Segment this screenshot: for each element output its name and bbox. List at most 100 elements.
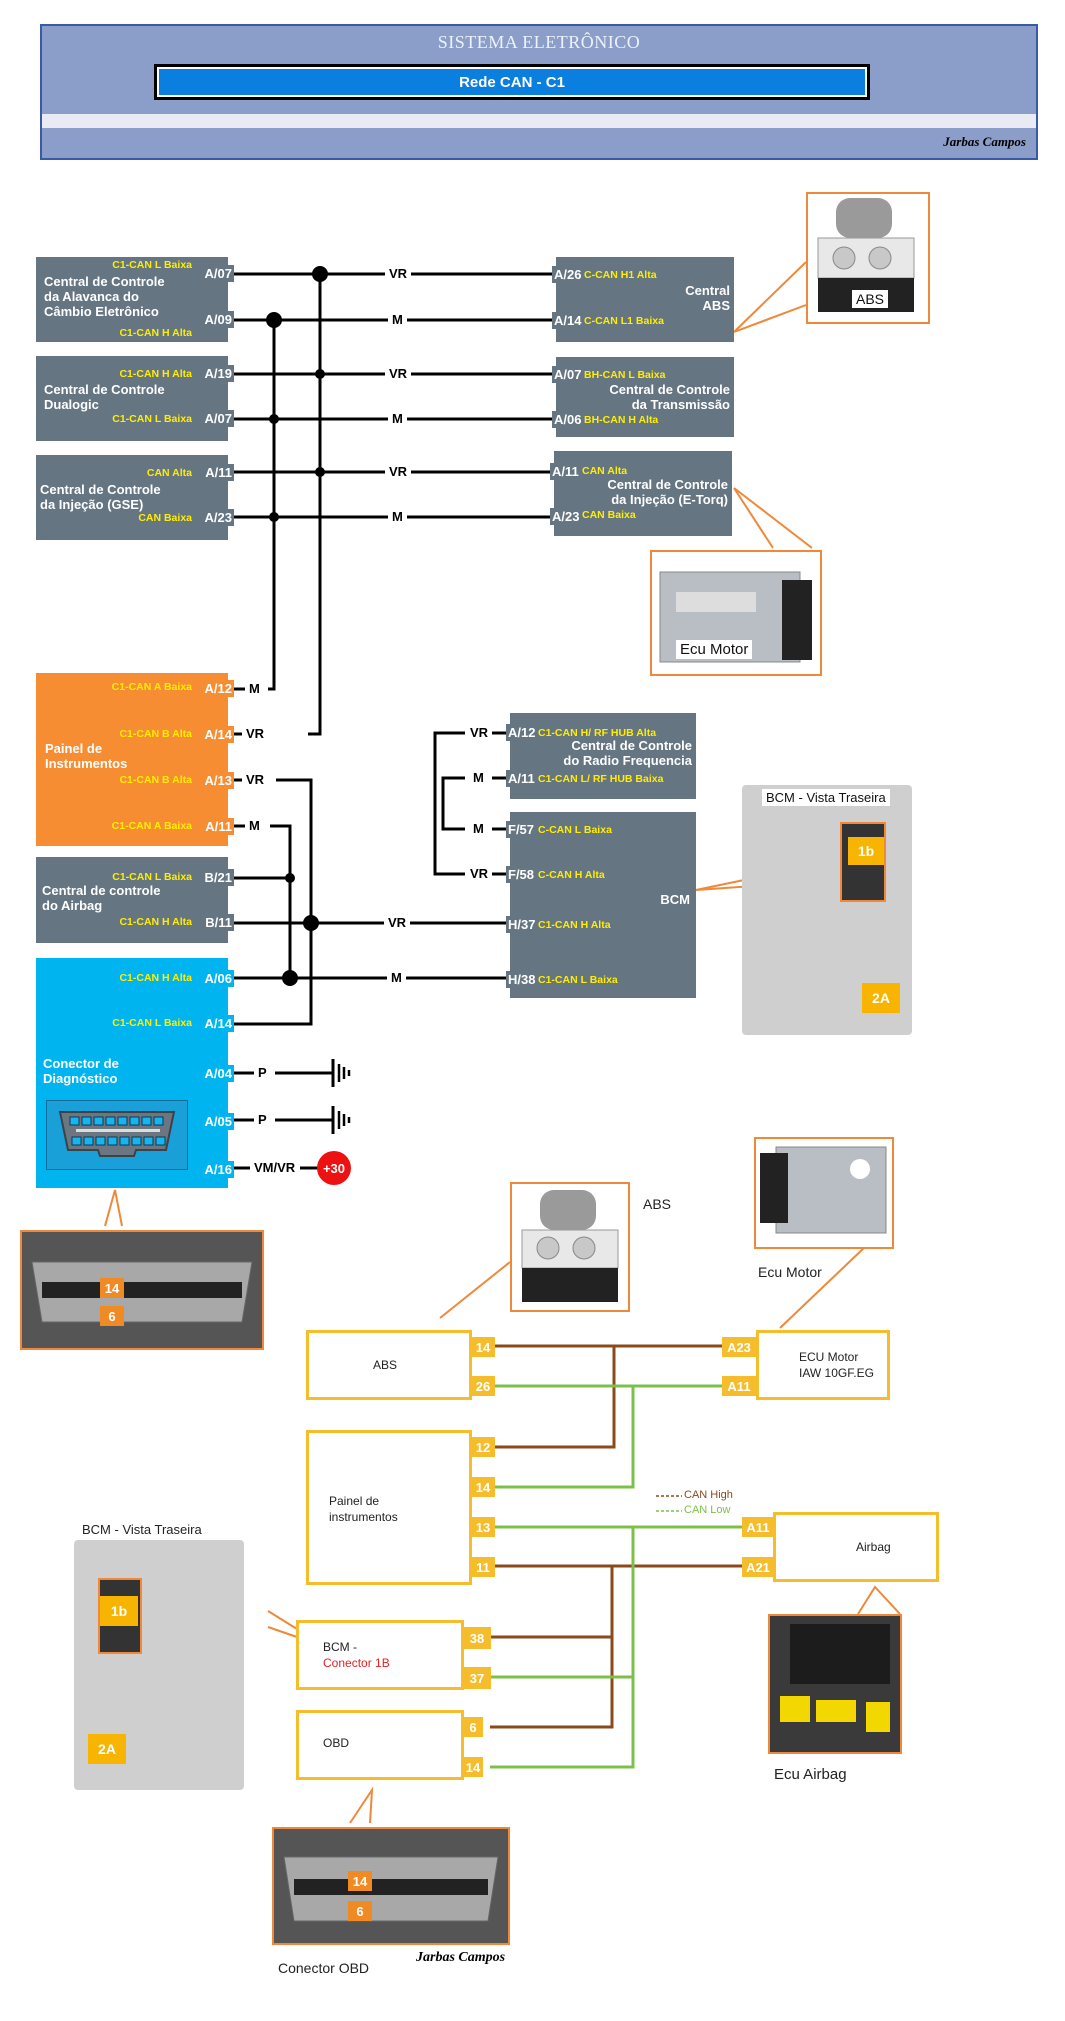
box-bcm-conector[interactable]: BCM - Conector 1B (296, 1620, 464, 1690)
box-pin: 38 (463, 1627, 491, 1649)
obd-port-icon (31, 1261, 253, 1323)
header-author: Jarbas Campos (943, 134, 1026, 149)
pin-label: A/26 (552, 266, 584, 283)
connector-tag: 1b (848, 837, 884, 865)
obd-connector-icon (46, 1100, 188, 1170)
obd-photo-bottom: 14 6 (272, 1827, 510, 1945)
wire-label-vmvr: VM/VR (250, 1161, 300, 1175)
abs-photo-caption: ABS (852, 290, 889, 308)
signal-label: C1-CAN H Alta (119, 972, 192, 984)
junction-dot (315, 369, 325, 379)
box-label: BCM - (323, 1640, 357, 1654)
module-central-abs[interactable]: A/26 C-CAN H1 Alta Central ABS A/14 C-CA… (552, 257, 734, 342)
box-ecu-motor[interactable]: ECU Motor IAW 10GF.EG (756, 1330, 890, 1400)
signal-label: C1-CAN H/ RF HUB Alta (538, 727, 657, 739)
module-bcm[interactable]: F/57 C-CAN L Baixa F/58 C-CAN H Alta BCM… (506, 812, 696, 998)
module-name-line: Central de Controle (40, 482, 161, 497)
module-name-line: da Injeção (GSE) (40, 497, 144, 512)
signal-label: C1-CAN H Alta (119, 327, 192, 339)
wire-label-m: M (245, 682, 264, 696)
pin-label: B/21 (202, 869, 234, 886)
ground-symbols (331, 1059, 351, 1134)
pin-label: A/07 (202, 410, 234, 427)
ecu-motor-caption: Ecu Motor (758, 1264, 822, 1280)
pin-label: A/07 (552, 366, 584, 383)
module-transmissao[interactable]: A/07 BH-CAN L Baixa Central de Controle … (552, 357, 734, 437)
box-pin: 14 (471, 1337, 495, 1357)
module-injecao-etorq[interactable]: A/11 CAN Alta Central de Controle da Inj… (550, 451, 732, 536)
junction-dot (285, 873, 295, 883)
pin-label: B/11 (203, 914, 234, 931)
can-high-wire (494, 1344, 616, 1449)
pin-label: A/12 (506, 724, 538, 741)
box-pin: 26 (471, 1376, 495, 1396)
ecu-motor-photo-bottom (754, 1137, 894, 1249)
signal-label: C1-CAN H Alta (119, 916, 192, 928)
signal-label: C1-CAN L Baixa (112, 259, 192, 271)
box-airbag[interactable]: Airbag (773, 1512, 939, 1582)
module-conector-diagnostico[interactable]: Conector de Diagnóstico C1-CAN H Alta A/… (36, 958, 234, 1188)
box-abs[interactable]: ABS (306, 1330, 472, 1400)
loop-rf-m (441, 776, 465, 831)
module-name-line: Painel de (45, 741, 103, 756)
ecu-unit-icon (760, 1146, 887, 1234)
module-painel-instrumentos[interactable]: Painel de Instrumentos C1-CAN A Baixa A/… (36, 673, 234, 846)
junction-dot (269, 414, 279, 424)
junction-dots (266, 266, 328, 986)
loop-rf-vr (433, 731, 465, 876)
box-label: Conector 1B (323, 1656, 390, 1670)
obd-port-icon (283, 1856, 499, 1922)
abs-caption: ABS (643, 1196, 672, 1212)
pin-label: A/14 (202, 726, 234, 743)
connector-tag: 2A (88, 1734, 126, 1764)
junction-dot (269, 512, 279, 522)
signal-label: C1-CAN A Baixa (111, 820, 192, 832)
signal-label: C1-CAN L Baixa (112, 871, 192, 883)
signal-label: C1-CAN A Baixa (111, 681, 192, 693)
module-radio-frequencia[interactable]: A/12 C1-CAN H/ RF HUB Alta Central de Co… (506, 713, 696, 799)
pin-label: A/09 (202, 311, 234, 328)
module-injecao-gse[interactable]: Central de Controle da Injeção (GSE) CAN… (36, 455, 234, 540)
bus-m-upper (268, 320, 276, 691)
pin-label: A/11 (203, 818, 234, 835)
box-pin: 6 (463, 1717, 483, 1737)
box-pin: 13 (471, 1517, 495, 1537)
upper-wires (228, 272, 556, 1170)
bus-vr-upper (308, 274, 322, 736)
bcm-photo-bottom: 1b 2A (74, 1540, 244, 1790)
box-painel-instrumentos[interactable]: Painel de instrumentos (306, 1430, 472, 1585)
junction-dot (266, 312, 282, 328)
bcm-bottom-caption: BCM - Vista Traseira (82, 1522, 202, 1537)
module-name: BCM (660, 892, 690, 907)
pin-label: A/14 (552, 312, 584, 329)
wire-label-vr: VR (242, 773, 269, 787)
module-name-line: Central (685, 283, 730, 298)
signal-label: C1-CAN L Baixa (538, 974, 618, 986)
signal-label: CAN Baixa (138, 512, 192, 524)
pin-tag: 6 (348, 1901, 372, 1921)
box-obd[interactable]: OBD (296, 1710, 464, 1780)
pin-label: A/12 (202, 680, 234, 697)
signal-label: C-CAN L1 Baixa (584, 315, 664, 327)
box-label: instrumentos (329, 1510, 398, 1524)
pin-tag: 14 (348, 1871, 372, 1891)
bcm-photo: BCM - Vista Traseira 1b 2A (742, 785, 912, 1035)
wire-label-m: M (388, 412, 407, 426)
box-label: Airbag (856, 1540, 891, 1554)
signal-label: C-CAN L Baixa (538, 824, 612, 836)
bus-m-lower (270, 824, 292, 978)
module-airbag[interactable]: Central de controle do Airbag C1-CAN L B… (36, 857, 234, 943)
ecu-motor-photo-caption: Ecu Motor (676, 640, 753, 659)
connector-tag: 1b (100, 1596, 138, 1626)
header-banner: SISTEMA ELETRÔNICO Rede CAN - C1 Jarbas … (40, 24, 1038, 160)
signal-label: C1-CAN H Alta (538, 919, 611, 931)
module-alavanca-cambio[interactable]: Central de Controle da Alavanca do Câmbi… (36, 257, 234, 342)
module-name-line: Central de Controle (609, 382, 730, 397)
junction-dot (312, 266, 328, 282)
ground-icon-1 (331, 1059, 351, 1087)
junction-dot (315, 467, 325, 477)
box-label: ABS (373, 1358, 398, 1372)
legend-can-high: CAN High (684, 1489, 733, 1501)
module-dualogic[interactable]: Central de Controle Dualogic C1-CAN H Al… (36, 356, 234, 441)
box-pin: 12 (471, 1437, 495, 1457)
